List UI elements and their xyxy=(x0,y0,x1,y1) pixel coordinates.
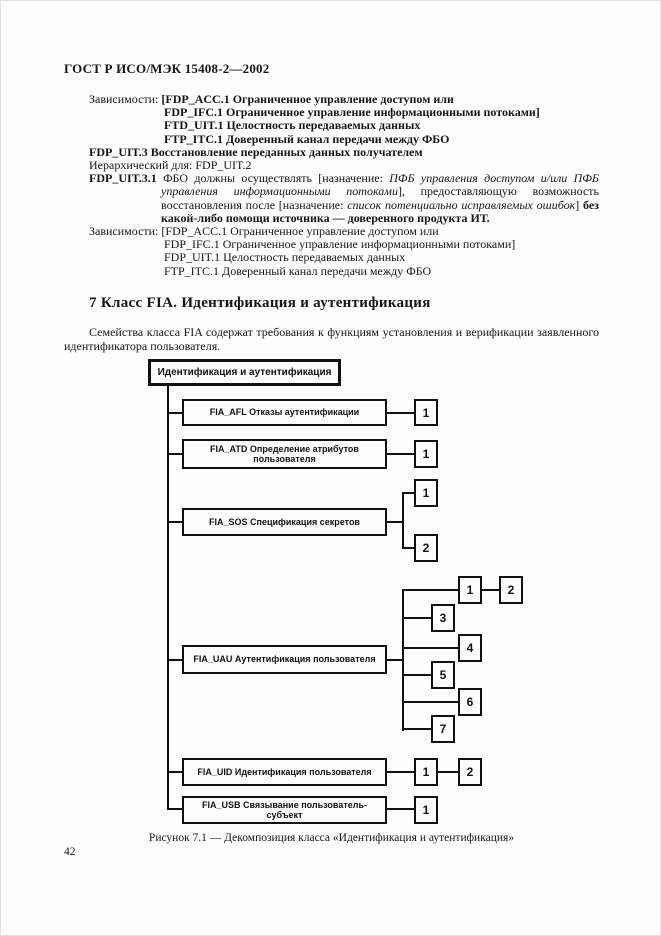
dependency-item: FTP_ITC.1 Доверенный канал передачи межд… xyxy=(164,131,450,146)
component-box-fia-uau-7: 7 xyxy=(431,715,455,743)
dependency-item: [FDP_ACC.1 Ограниченное управление досту… xyxy=(161,92,454,106)
family-box-fia-uau: FIA_UAU Аутентификация пользователя xyxy=(182,645,387,674)
standard-header: ГОСТ Р ИСО/МЭК 15408-2—2002 xyxy=(64,61,270,76)
requirement-text: ], предоставляющую возможность восстанов… xyxy=(161,184,599,212)
connector-line xyxy=(167,453,182,455)
connector-line xyxy=(402,728,431,730)
connector-line xyxy=(167,521,182,523)
connector-line xyxy=(167,412,182,414)
component-box-fia-uau-4: 4 xyxy=(458,634,482,662)
intro-paragraph: Семейства класса FIA содержат требования… xyxy=(64,325,599,353)
dependencies-line-1: Зависимости: [FDP_ACC.1 Ограниченное упр… xyxy=(64,92,599,106)
class-box: Идентификация и аутентификация xyxy=(148,359,341,386)
requirement-text: ФБО должны осуществлять [назначение: xyxy=(163,171,390,186)
family-box-fia-afl: FIA_AFL Отказы аутентификации xyxy=(182,399,387,426)
connector-line xyxy=(387,521,403,523)
dependency-item: FTD_UIT.1 Целостность передаваемых данны… xyxy=(164,118,421,133)
component-box-fia-sos-2: 2 xyxy=(414,534,438,562)
connector-line xyxy=(402,674,431,676)
connector-line xyxy=(167,808,182,810)
family-box-fia-sos: FIA_SOS Спецификация секретов xyxy=(182,508,387,536)
assignment-italic: список потенциально исправляемых ошибок xyxy=(347,197,576,212)
family-box-fia-atd: FIA_ATD Определение атрибутов пользовате… xyxy=(182,439,387,469)
page-number: 42 xyxy=(64,846,76,858)
spine-line xyxy=(167,385,169,810)
dependency-item: [FDP_ACC.1 Ограниченное управление досту… xyxy=(161,224,439,239)
connector-line xyxy=(167,771,182,773)
connector-line xyxy=(402,589,458,591)
dependencies-label: Зависимости: xyxy=(89,224,162,239)
connector-line xyxy=(387,808,414,810)
component-box-fia-uau-6: 6 xyxy=(458,688,482,716)
connector-line xyxy=(387,412,414,414)
branch-line xyxy=(402,492,404,549)
dependency-item: FDP_UIT.1 Целостность передаваемых данны… xyxy=(164,250,406,265)
component-box-fia-uau-2: 2 xyxy=(499,576,523,604)
hierarchical-line: Иерархический для: FDP_UIT.2 xyxy=(89,158,252,173)
component-box-fia-afl-1: 1 xyxy=(414,399,438,426)
branch-line xyxy=(402,589,404,731)
section-heading: 7 Класс FIA. Идентификация и аутентифика… xyxy=(89,295,431,311)
component-box-fia-uid-1: 1 xyxy=(414,758,438,786)
connector-line xyxy=(387,771,414,773)
component-box-fia-uau-5: 5 xyxy=(431,661,455,689)
dependency-item: FDP_IFC.1 Ограниченное управление информ… xyxy=(164,237,516,252)
family-box-fia-uid: FIA_UID Идентификация пользователя xyxy=(182,758,387,786)
connector-line xyxy=(387,453,414,455)
body-text-block: Зависимости: [FDP_ACC.1 Ограниченное упр… xyxy=(64,92,600,278)
dependency-item: FDP_IFC.1 Ограниченное управление информ… xyxy=(164,105,540,120)
dependencies-line-2: Зависимости: [FDP_ACC.1 Ограниченное упр… xyxy=(64,224,599,239)
connector-line xyxy=(402,492,414,494)
component-box-fia-uid-2: 2 xyxy=(458,758,482,786)
connector-line xyxy=(402,701,458,703)
component-box-fia-uau-3: 3 xyxy=(431,604,455,632)
component-heading: FDP_UIT.3 Восстановление переданных данн… xyxy=(89,144,423,159)
assignment-italic: ПФБ управления доступом и/или ПФБ управл… xyxy=(161,171,599,199)
component-box-fia-usb-1: 1 xyxy=(414,796,438,824)
connector-line xyxy=(438,771,458,773)
connector-line xyxy=(402,617,431,619)
component-box-fia-uau-1: 1 xyxy=(458,576,482,604)
figure-caption: Рисунок 7.1 — Декомпозиция класса «Идент… xyxy=(148,832,515,844)
requirement-text: ] xyxy=(575,197,584,212)
component-box-fia-atd-1: 1 xyxy=(414,440,438,468)
connector-line xyxy=(481,589,499,591)
requirement-bold-tail: без какой-либо помощи источника — довере… xyxy=(161,197,600,225)
connector-line xyxy=(167,659,182,661)
family-box-fia-usb: FIA_USB Связывание пользователь-субъект xyxy=(182,796,387,824)
dependencies-label: Зависимости: xyxy=(89,92,162,106)
requirement-paragraph: FDP_UIT.3.1 ФБО должны осуществлять [наз… xyxy=(89,171,600,225)
connector-line xyxy=(387,659,403,661)
connector-line xyxy=(402,547,414,549)
component-box-fia-sos-1: 1 xyxy=(414,479,438,507)
connector-line xyxy=(402,647,458,649)
requirement-id: FDP_UIT.3.1 xyxy=(89,171,164,186)
dependency-item: FTP_ITC.1 Доверенный канал передачи межд… xyxy=(164,263,432,278)
